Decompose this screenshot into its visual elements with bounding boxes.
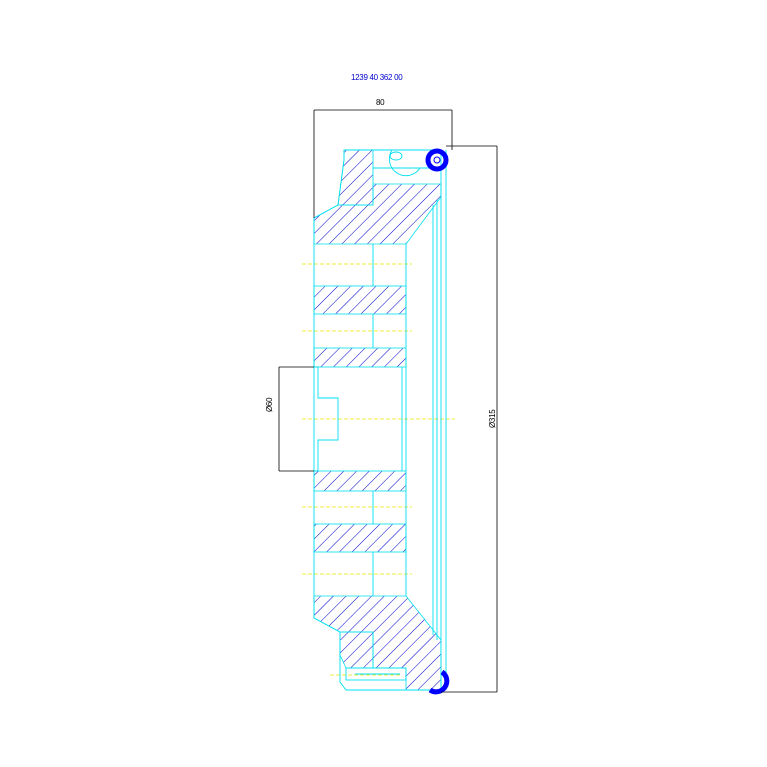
hatched-sections [313,149,442,691]
width-dimension-label: 80 [376,98,385,107]
bottom-seal-ring [428,669,450,695]
rib-section-4 [313,523,407,553]
top-seal-ring [425,148,449,172]
centerlines [302,263,455,676]
part-outline [313,149,447,691]
bottom-bolt [345,667,407,681]
dimension-lines [278,109,498,693]
rib-section-3 [313,470,407,492]
top-bolt-hole [389,151,403,161]
bottom-flange-section [339,631,374,669]
rib-section-1 [313,285,407,315]
top-flange-section [337,149,374,206]
bore-diameter-label: Ø60 [265,397,274,412]
outer-profile [313,149,442,691]
upper-hub-section [313,183,442,245]
seal-rings [425,148,450,695]
lower-hub-section [313,595,442,691]
top-groove-arc [388,149,421,177]
outer-diameter-label: Ø315 [488,409,497,428]
rib-section-2 [313,347,407,368]
part-number-label: 1239 40 362 00 [351,73,403,82]
bore-step [314,366,339,472]
top-seal-ring-core [433,156,441,164]
